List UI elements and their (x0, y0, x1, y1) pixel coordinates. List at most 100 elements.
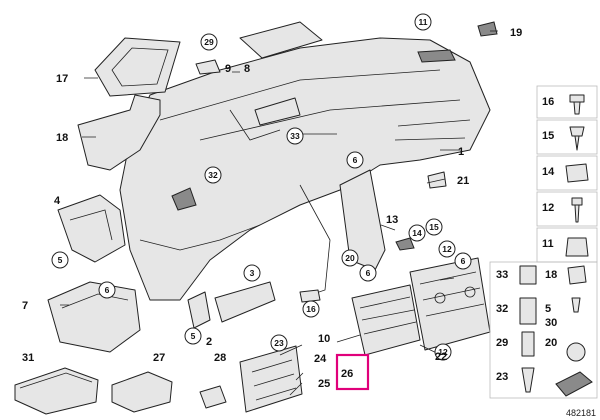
label-8[interactable]: 8 (244, 63, 250, 75)
part-13-sensor[interactable] (395, 237, 415, 251)
label-17[interactable]: 17 (56, 73, 68, 85)
label-25[interactable]: 25 (318, 378, 330, 390)
part-7-glovebox[interactable] (47, 281, 141, 353)
svg-text:16: 16 (306, 304, 316, 314)
clip-14-icon (565, 163, 589, 183)
callout-6-d[interactable]: 6 (359, 264, 377, 282)
svg-text:3: 3 (250, 268, 255, 278)
callout-14[interactable]: 14 (408, 224, 426, 242)
callout-33[interactable]: 33 (286, 127, 304, 145)
label-fastener-30-alt[interactable]: 5 (545, 303, 551, 315)
label-1[interactable]: 1 (458, 146, 464, 158)
callout-3[interactable]: 3 (243, 264, 261, 282)
svg-text:6: 6 (366, 268, 371, 278)
foam-pad-icon (555, 371, 593, 397)
label-24[interactable]: 24 (314, 353, 327, 365)
callout-23[interactable]: 23 (270, 334, 288, 352)
svg-text:6: 6 (105, 285, 110, 295)
part-21-button[interactable] (427, 171, 447, 189)
part-8-lid[interactable] (239, 21, 323, 59)
label-22[interactable]: 22 (435, 351, 447, 363)
svg-text:29: 29 (204, 37, 214, 47)
dashboard-carrier[interactable] (119, 37, 491, 301)
label-26[interactable]: 26 (341, 368, 353, 380)
screw-12-icon (571, 197, 583, 223)
callout-5-b[interactable]: 5 (184, 327, 202, 345)
callout-12-b[interactable]: 12 (434, 343, 452, 361)
svg-text:11: 11 (419, 17, 428, 27)
screw-15-icon (569, 126, 585, 151)
label-fastener-16[interactable]: 16 (542, 96, 554, 108)
svg-text:6: 6 (461, 256, 466, 266)
part-31-module[interactable] (14, 367, 99, 415)
label-10[interactable]: 10 (318, 333, 330, 345)
label-13[interactable]: 13 (386, 214, 398, 226)
label-fastener-14[interactable]: 14 (542, 166, 555, 178)
label-28[interactable]: 28 (214, 352, 226, 364)
fastener-panel (489, 85, 598, 399)
part-18-side-panel[interactable] (77, 94, 161, 171)
label-18[interactable]: 18 (56, 132, 68, 144)
label-31[interactable]: 31 (22, 352, 34, 364)
part-22-control-panel[interactable] (409, 257, 491, 351)
callout-6-b[interactable]: 6 (98, 281, 116, 299)
label-fastener-23[interactable]: 23 (496, 371, 508, 383)
label-fastener-11[interactable]: 11 (542, 238, 554, 250)
part-28-button[interactable] (199, 385, 227, 409)
label-fastener-33[interactable]: 33 (496, 269, 508, 281)
label-9[interactable]: 9 (225, 63, 231, 75)
label-fastener-20[interactable]: 20 (545, 337, 557, 349)
nut-11-icon (565, 237, 589, 257)
part-4-bracket[interactable] (57, 194, 126, 263)
part-9-clip[interactable] (195, 59, 221, 75)
svg-text:12: 12 (438, 347, 448, 357)
part-24-bezel[interactable] (239, 345, 303, 413)
part-3-trim[interactable] (214, 281, 276, 323)
callout-12[interactable]: 12 (438, 240, 456, 258)
screw-30-icon (571, 297, 581, 313)
part-10-center-stack[interactable] (351, 284, 421, 356)
label-27[interactable]: 27 (153, 352, 165, 364)
fastener-32-icon (519, 297, 537, 325)
fastener-33-icon (519, 265, 537, 285)
part-2-trim[interactable] (187, 291, 211, 329)
diagram-reference-number: 482181 (566, 408, 596, 418)
svg-text:14: 14 (412, 228, 422, 238)
label-19[interactable]: 19 (510, 27, 522, 39)
callout-20[interactable]: 20 (341, 249, 359, 267)
label-21[interactable]: 21 (457, 175, 469, 187)
screw-23-icon (521, 367, 535, 393)
label-fastener-32[interactable]: 32 (496, 303, 508, 315)
label-fastener-29[interactable]: 29 (496, 337, 508, 349)
label-fastener-18[interactable]: 18 (545, 269, 557, 281)
part-17-cover[interactable] (94, 37, 181, 97)
part-26-highlight-box (335, 353, 370, 391)
svg-text:15: 15 (429, 222, 439, 232)
label-4[interactable]: 4 (54, 195, 61, 207)
callout-16[interactable]: 16 (302, 300, 320, 318)
label-2[interactable]: 2 (206, 336, 212, 348)
label-7[interactable]: 7 (22, 300, 28, 312)
part-16-clip[interactable] (299, 289, 321, 303)
air-vent-left (171, 187, 197, 211)
svg-text:6: 6 (353, 155, 358, 165)
callout-6-c[interactable]: 6 (454, 252, 472, 270)
svg-text:5: 5 (58, 255, 63, 265)
callout-5[interactable]: 5 (51, 251, 69, 269)
part-27-module[interactable] (111, 371, 173, 413)
label-fastener-15[interactable]: 15 (542, 130, 554, 142)
callout-11[interactable]: 11 (414, 13, 432, 31)
center-support (339, 169, 386, 271)
part-19-vent[interactable] (477, 21, 498, 37)
svg-text:33: 33 (290, 131, 300, 141)
callout-6-a[interactable]: 6 (346, 151, 364, 169)
svg-text:5: 5 (191, 331, 196, 341)
label-fastener-30[interactable]: 30 (545, 317, 557, 329)
callout-15[interactable]: 15 (425, 218, 443, 236)
callout-29[interactable]: 29 (200, 33, 218, 51)
fastener-29-icon (521, 331, 535, 357)
svg-text:32: 32 (208, 170, 218, 180)
label-fastener-12[interactable]: 12 (542, 202, 554, 214)
callout-32[interactable]: 32 (204, 166, 222, 184)
